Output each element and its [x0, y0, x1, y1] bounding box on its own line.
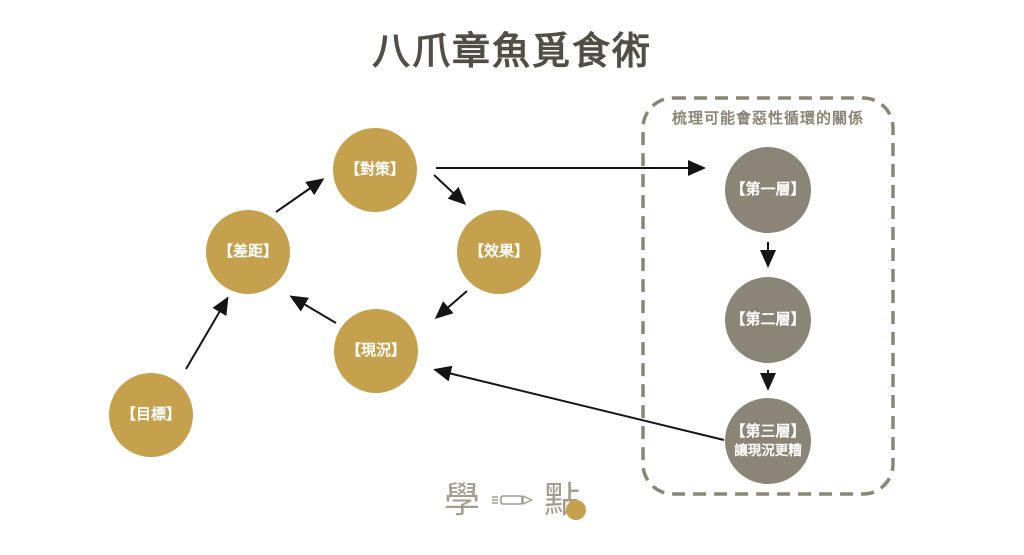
- node-layer1-label: 【第一層】: [730, 180, 806, 198]
- node-layer2: 【第二層】: [725, 277, 811, 363]
- logo-char-learn: 學: [443, 479, 480, 520]
- node-goal: 【目標】: [109, 373, 193, 457]
- node-layer3-label: 【第三層】: [730, 422, 806, 440]
- logo-gold-dot: [566, 500, 587, 520]
- node-effect: 【效果】: [457, 210, 541, 294]
- logo-char-dot-wrap: 點: [544, 482, 587, 520]
- node-current-label: 【現況】: [345, 341, 406, 359]
- node-strategy: 【對策】: [333, 128, 417, 212]
- arrow-goal-to-gap: [185, 296, 229, 370]
- arrow-layer3-to-current: [433, 365, 725, 441]
- arrow-current-to-gap: [289, 295, 337, 324]
- node-layer3-sublabel: 讓現況更糟: [734, 443, 802, 459]
- node-layer2-label: 【第二層】: [730, 310, 806, 328]
- brand-logo: 學 點: [0, 479, 1024, 520]
- node-layer3: 【第三層】 讓現況更糟: [725, 398, 811, 484]
- arrow-strategy-to-effect: [433, 174, 467, 206]
- arrow-effect-to-current: [434, 290, 468, 319]
- node-gap-label: 【差距】: [217, 242, 278, 260]
- node-gap: 【差距】: [206, 210, 290, 294]
- node-current: 【現況】: [334, 309, 418, 393]
- pencil-icon: [492, 495, 533, 505]
- node-layer1: 【第一層】: [725, 147, 811, 233]
- node-goal-label: 【目標】: [120, 405, 181, 423]
- vicious-cycle-panel-label: 梳理可能會惡性循環的關係: [671, 110, 864, 127]
- node-effect-label: 【效果】: [468, 242, 529, 260]
- page-title: 八爪章魚覓食術: [371, 31, 652, 73]
- node-strategy-label: 【對策】: [344, 160, 405, 178]
- arrow-gap-to-strategy: [275, 178, 325, 213]
